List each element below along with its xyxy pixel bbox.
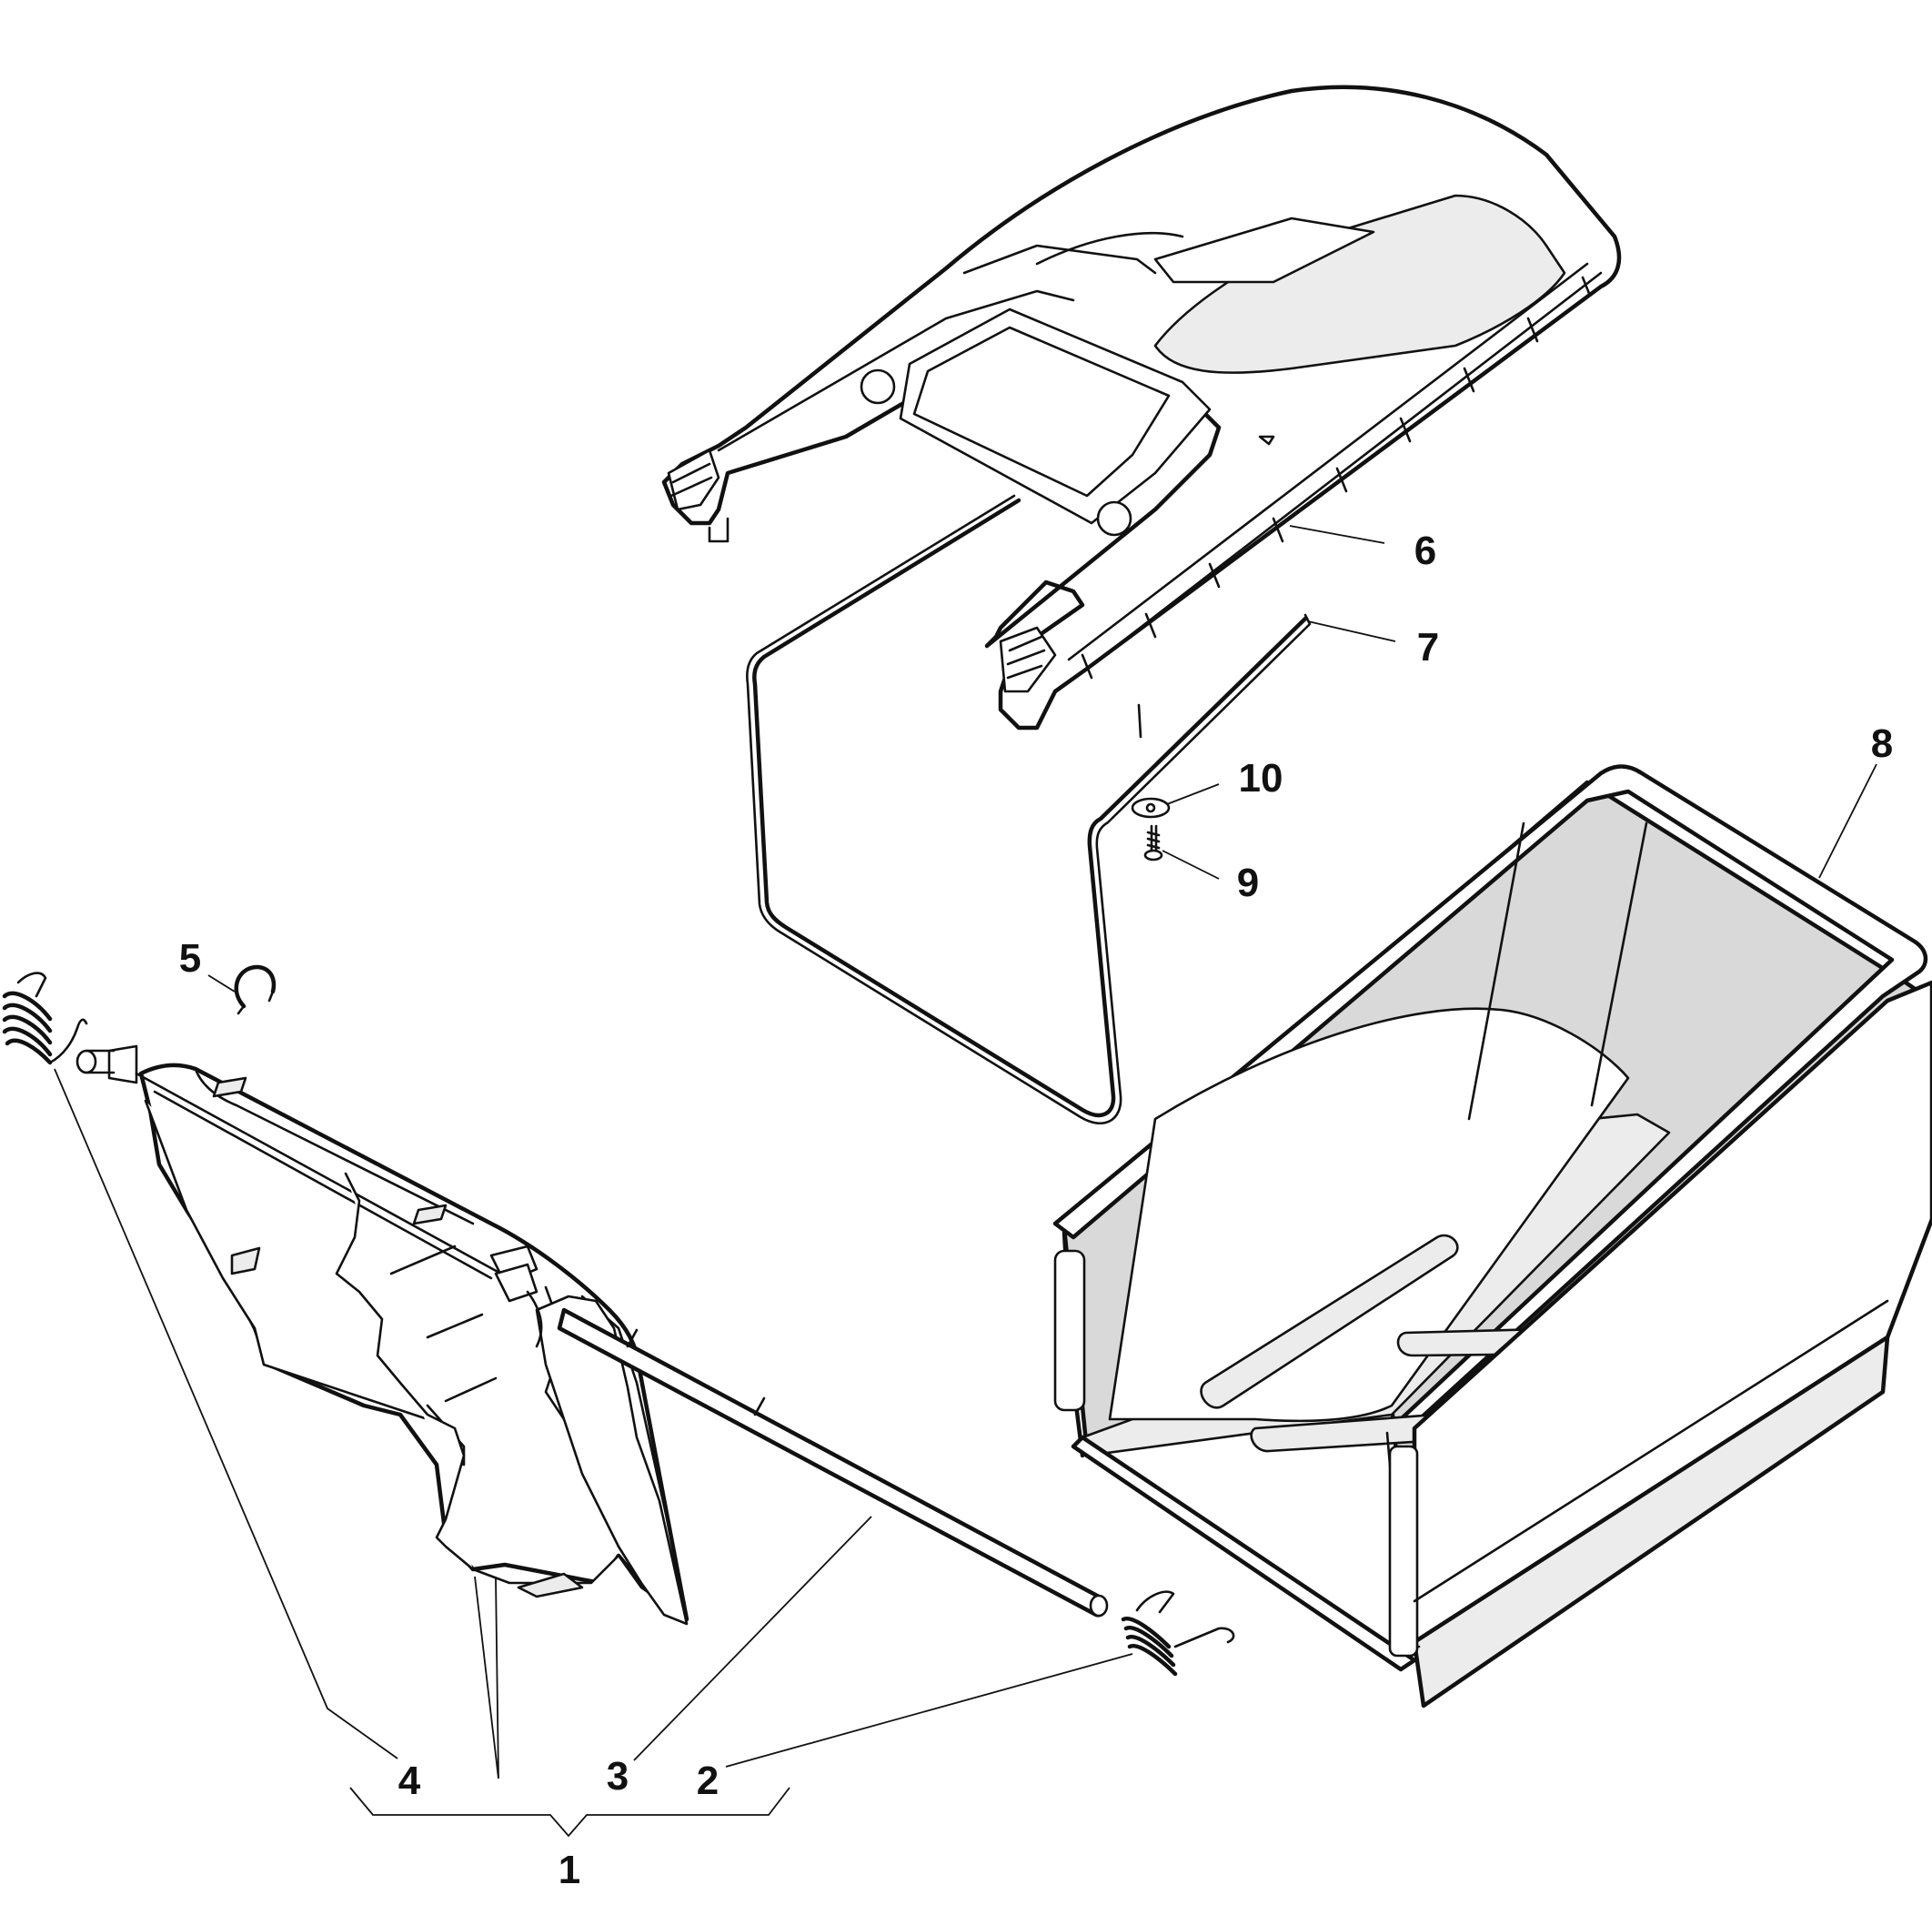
leader-8 bbox=[1818, 763, 1877, 879]
callout-10: 10 bbox=[1239, 756, 1283, 801]
part-1-rear-flap bbox=[75, 1044, 689, 1626]
part-2-spring-right bbox=[1121, 1590, 1235, 1677]
leader-1a bbox=[495, 1577, 499, 1779]
leader-9 bbox=[1162, 850, 1220, 880]
callout-2: 2 bbox=[697, 1759, 719, 1803]
leader-7 bbox=[1307, 620, 1396, 642]
callout-labels: 1 2 3 4 5 6 7 8 9 10 bbox=[179, 529, 1893, 1892]
part-8-grass-bag bbox=[1052, 764, 1932, 1708]
part-10-washer bbox=[1131, 797, 1171, 819]
callout-1: 1 bbox=[558, 1848, 580, 1892]
bracket-1 bbox=[349, 1787, 790, 1838]
callout-4: 4 bbox=[398, 1759, 421, 1803]
part-6-bag-top-cover bbox=[661, 85, 1622, 731]
part-5-circlip bbox=[234, 964, 277, 1015]
leader-3 bbox=[633, 1516, 872, 1761]
callout-7: 7 bbox=[1417, 625, 1439, 670]
callout-8: 8 bbox=[1871, 721, 1893, 766]
leader-10 bbox=[1166, 783, 1220, 805]
callout-5: 5 bbox=[179, 936, 201, 981]
leader-1b bbox=[474, 1576, 499, 1779]
leader-lines bbox=[54, 525, 1877, 1838]
leader-6 bbox=[1289, 525, 1385, 544]
callout-6: 6 bbox=[1414, 529, 1436, 573]
part-4-spring-left bbox=[2, 972, 88, 1065]
callout-3: 3 bbox=[607, 1754, 629, 1799]
part-3-hinge-rod bbox=[557, 1307, 1109, 1618]
leader-2 bbox=[725, 1653, 1133, 1768]
leader-5 bbox=[207, 974, 236, 993]
callout-9: 9 bbox=[1237, 861, 1259, 905]
part-9-screw bbox=[1143, 824, 1163, 862]
part-7-bag-frame bbox=[746, 494, 1312, 1125]
leader-4 bbox=[54, 1068, 398, 1759]
